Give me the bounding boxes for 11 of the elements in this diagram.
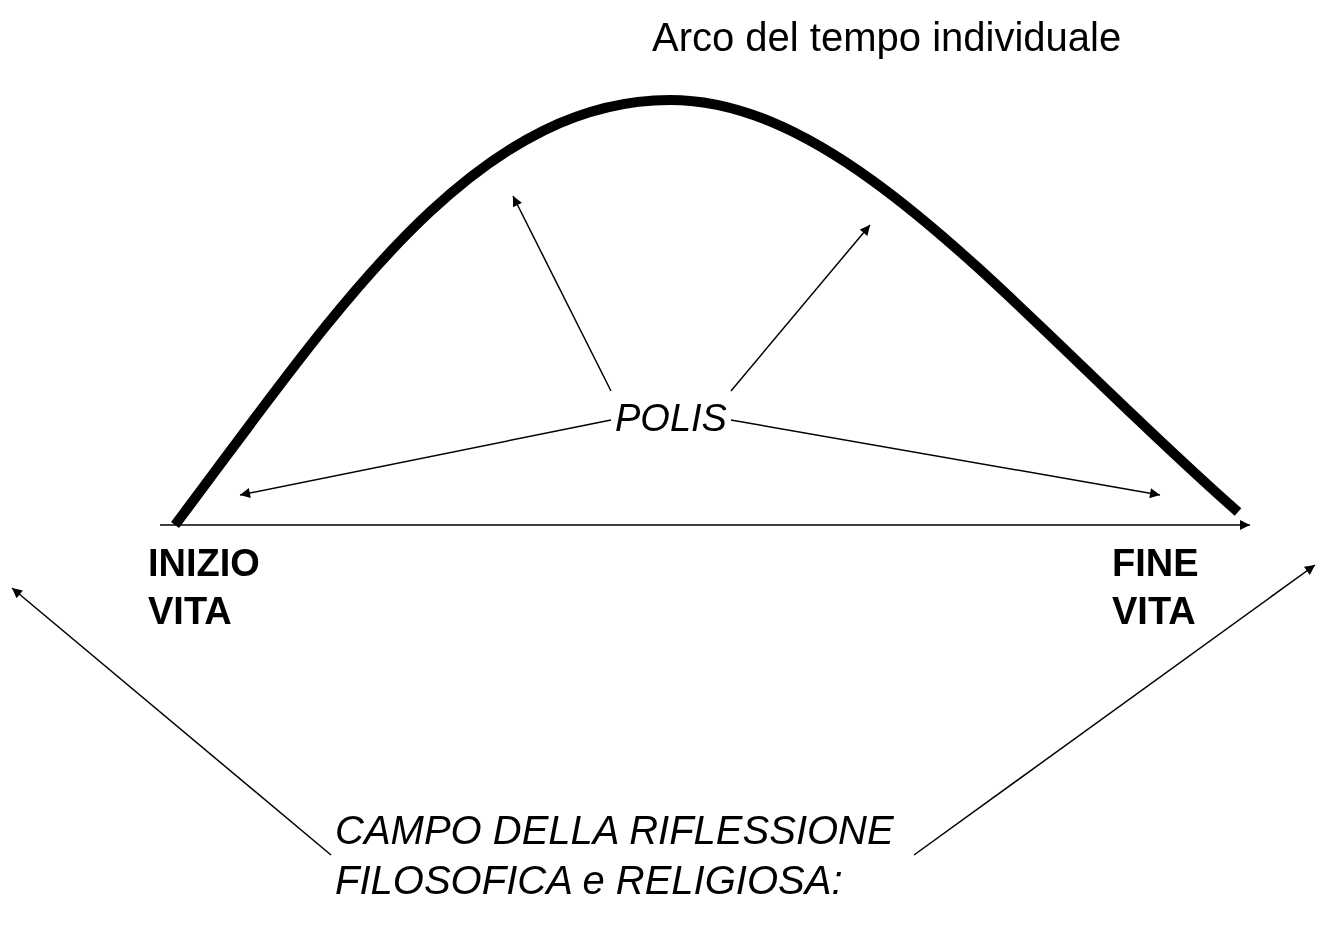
arrow — [913, 564, 1316, 856]
arrow — [239, 419, 612, 498]
arrow — [730, 419, 1161, 499]
start-of-life-label: INIZIO VITA — [148, 541, 261, 634]
arc-caption: Arco del tempo individuale — [652, 15, 1122, 60]
reflection-field-label: CAMPO DELLA RIFLESSIONE FILOSOFICA e RELIGIOSA: — [335, 807, 895, 904]
arrow — [512, 195, 612, 392]
arrow — [730, 224, 871, 392]
end-of-life-label: FINE VITA — [1112, 541, 1200, 634]
arrow — [11, 587, 332, 856]
polis-label: POLIS — [615, 396, 727, 441]
